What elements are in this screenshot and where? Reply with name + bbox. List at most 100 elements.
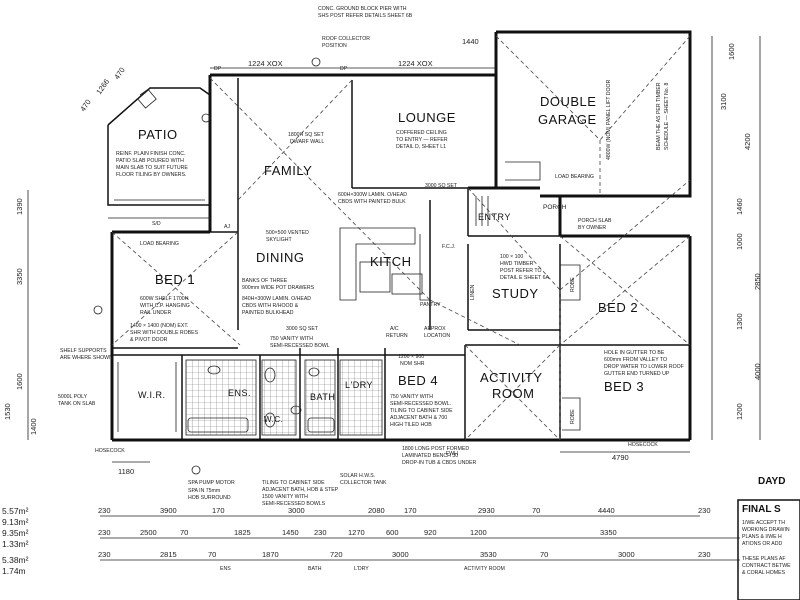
note-lounge-1: COFFERED CEILING <box>396 130 447 136</box>
note-study-2: HWD TIMBER <box>500 261 534 267</box>
marker-dp-1: DP <box>214 66 222 72</box>
note-lounge-3: DETAIL D, SHEET L1 <box>396 144 446 150</box>
area-list: 5.57m² 9.13m² 9.35m² 1.33m² 5.38m² 1.74m <box>2 506 29 576</box>
dim-r3-0: 230 <box>98 550 111 559</box>
note-patio-3: MAIN SLAB TO SUIT FUTURE <box>116 165 188 171</box>
note-pantry: PANTRY <box>420 302 441 308</box>
note-dining-4: CBDS WITH R/HOOD & <box>242 303 299 309</box>
room-label-bath: BATH <box>310 392 335 402</box>
dim-right-7: 4000 <box>753 363 762 380</box>
note-solar-1: SOLAR H.W.S. <box>340 473 375 479</box>
title-line-5: CONTRACT BETWE <box>742 563 791 569</box>
room-label-entry: ENTRY <box>478 212 511 222</box>
marker-fwh: FWH <box>446 451 458 457</box>
note-ac-2: RETURN <box>386 333 408 339</box>
dim-row-1: 230 3900 170 3000 2080 170 2930 70 4440 … <box>98 506 711 517</box>
dim-r3-label-activity: ACTIVITY ROOM <box>464 566 505 572</box>
dim-4790: 4790 <box>612 453 629 462</box>
room-label-dining: DINING <box>256 250 305 265</box>
note-bed1-5: SHR WITH DOUBLE ROBES <box>130 330 199 336</box>
area-3: 1.33m² <box>2 539 29 549</box>
dim-right-6: 1300 <box>735 313 744 330</box>
plan-notes: CONC. GROUND BLOCK PIER WITH SHS POST RE… <box>58 6 684 507</box>
note-tiling-4: SEMI-RECESSED BOWLS <box>262 501 326 507</box>
dim-row-3: 230 2815 70 1870 720 3000 3530 70 3000 2… <box>98 550 740 572</box>
dim-r2-3: 1825 <box>234 528 251 537</box>
dim-r1-2: 170 <box>212 506 225 515</box>
note-vanity-1: 750 VANITY WITH <box>270 336 313 342</box>
note-kitch-2: CBDS WITH PAINTED BULK <box>338 199 406 205</box>
room-label-bed1: BED 1 <box>155 272 195 287</box>
note-garage-beam-1: BEAM THE AS PER TIMBER <box>656 82 662 150</box>
note-lounge-2: TO ENTRY — REFER <box>396 137 448 143</box>
dim-r3-6: 3530 <box>480 550 497 559</box>
note-vanity-2: SEMI-RECESSED BOWL <box>270 343 330 349</box>
title-line-3: ATIONS OR ADD <box>742 541 783 547</box>
dim-right-3: 1460 <box>735 198 744 215</box>
dim-top-1440: 1440 <box>462 37 479 46</box>
note-porch-2: BY OWNER <box>578 225 606 231</box>
note-approx-2: LOCATION <box>424 333 450 339</box>
note-bench-2: LAMINATED BENCH 30 <box>402 453 458 459</box>
note-spa-1: SPA IN 75mm <box>188 488 220 494</box>
note-tank-1: 5000L POLY <box>58 394 88 400</box>
dim-left-col-3: 1530 <box>3 403 12 420</box>
room-label-family: FAMILY <box>264 163 312 178</box>
dim-r3-5: 3000 <box>392 550 409 559</box>
area-4: 5.38m² <box>2 555 29 565</box>
dim-top-1224-a: 1224 XOX <box>248 59 283 68</box>
note-study-3: POST REFER TO <box>500 268 542 274</box>
note-shelf-2: ARE WHERE SHOWN <box>60 355 113 361</box>
note-bed3-3: DROP WATER TO LOWER ROOF <box>604 364 684 370</box>
dim-left-470b: 470 <box>112 66 127 81</box>
wet-areas <box>185 196 489 436</box>
dim-r1-1: 3900 <box>160 506 177 515</box>
note-bed1-2: WITH C.P. HANGING <box>140 303 190 309</box>
dim-right-5: 2850 <box>753 273 762 290</box>
left-dimensions: 1390 3350 1600 1530 1400 <box>3 190 38 440</box>
dim-r3-7: 70 <box>540 550 548 559</box>
note-bed4-5: TILING TO CABINET SIDE <box>390 408 453 414</box>
dim-r2-6: 1270 <box>348 528 365 537</box>
dim-r3-label-ldry: L'DRY <box>354 566 369 572</box>
note-hosecock-right: HOSECOCK <box>628 442 658 448</box>
dim-r3-label-ens: ENS <box>220 566 231 572</box>
dim-r1-9: 230 <box>698 506 711 515</box>
room-label-double: DOUBLE <box>540 94 596 109</box>
note-bed1-load: LOAD BEARING <box>140 241 179 247</box>
dim-r1-5: 170 <box>404 506 417 515</box>
room-label-bed2: BED 2 <box>598 300 638 315</box>
dim-right-0: 1600 <box>727 43 736 60</box>
note-roof-2: POSITION <box>322 43 347 49</box>
note-ac-1: A/C <box>390 326 399 332</box>
dim-r3-2: 70 <box>208 550 216 559</box>
dim-r2-1: 2500 <box>140 528 157 537</box>
dim-right-2: 4200 <box>743 133 752 150</box>
dim-r2-7: 600 <box>386 528 399 537</box>
dim-left-col-0: 1390 <box>15 198 24 215</box>
room-label-activity-room: ROOM <box>492 386 534 401</box>
note-fcj: F.C.J. <box>442 244 455 250</box>
note-garage-load: LOAD BEARING <box>555 174 594 180</box>
dim-row-2: 230 2500 70 1825 1450 230 1270 600 920 1… <box>98 528 740 539</box>
note-robe-bed2: ROBE <box>570 277 576 292</box>
note-bed4-2: NOM SHR <box>400 361 425 367</box>
dim-r1-8: 4440 <box>598 506 615 515</box>
note-bed1-6: & PIVOT DOOR <box>130 337 168 343</box>
note-robe-bed3: ROBE <box>570 409 576 424</box>
dim-r1-4: 2080 <box>368 506 385 515</box>
dim-r1-3: 3000 <box>288 506 305 515</box>
title-line-2: PLANS & I/WE H <box>742 534 782 540</box>
dim-left-1266: 1266 <box>94 77 111 96</box>
marker-circle-3 <box>93 305 103 315</box>
note-study-1: 100 × 100 <box>500 254 523 260</box>
dim-r2-0: 230 <box>98 528 111 537</box>
note-dining-5: PAINTED BULKHEAD <box>242 310 294 316</box>
title-block: DAYD FINAL S 1/WE ACCEPT TH WORKING DRAW… <box>737 476 800 600</box>
room-label-ldry: L'DRY <box>345 380 373 390</box>
room-label-kitch: KITCH <box>370 254 412 269</box>
room-label-wir: W.I.R. <box>138 390 166 400</box>
note-family-2: DWARF WALL <box>290 139 324 145</box>
note-tiling-2: ADJACENT BATH, HOB & STEP <box>262 487 339 493</box>
room-label-activity: ACTIVITY <box>480 370 543 385</box>
